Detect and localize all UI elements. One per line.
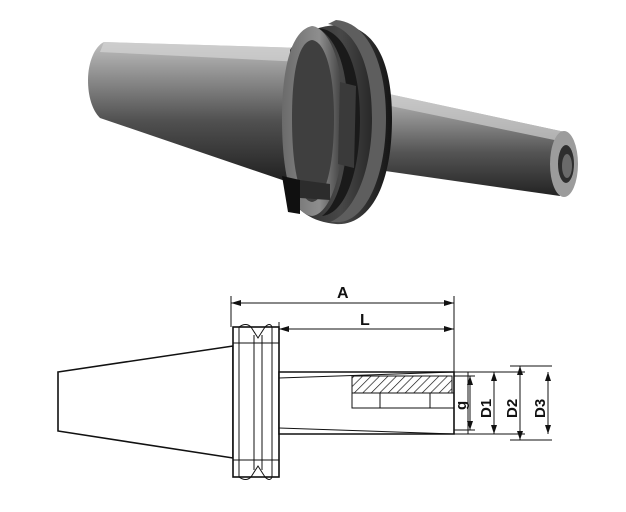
flange-face-inner (292, 40, 334, 202)
label-d3: D3 (532, 399, 549, 418)
technical-drawing: A L g D1 D2 D3 (57, 285, 552, 480)
label-d1: D1 (478, 399, 495, 418)
label-a: A (337, 285, 349, 302)
shank-bore-inner (562, 154, 572, 178)
flange-ring-groove (318, 28, 360, 216)
drawing-flange (232, 326, 280, 478)
taper-cone (88, 42, 304, 186)
label-g: g (453, 401, 470, 410)
label-d2: D2 (504, 399, 521, 418)
drive-slot (282, 176, 300, 214)
hatched-section (351, 375, 453, 394)
drawing-taper (57, 345, 234, 459)
shank (350, 86, 565, 196)
shank-highlight (352, 86, 565, 142)
taper-cone-highlight (100, 42, 304, 62)
drive-slot-edge (300, 180, 330, 200)
label-l: L (360, 312, 370, 329)
flange-ring-outer (328, 20, 386, 222)
flange-shoulder (338, 82, 356, 168)
tool-holder-3d-render (88, 20, 578, 225)
